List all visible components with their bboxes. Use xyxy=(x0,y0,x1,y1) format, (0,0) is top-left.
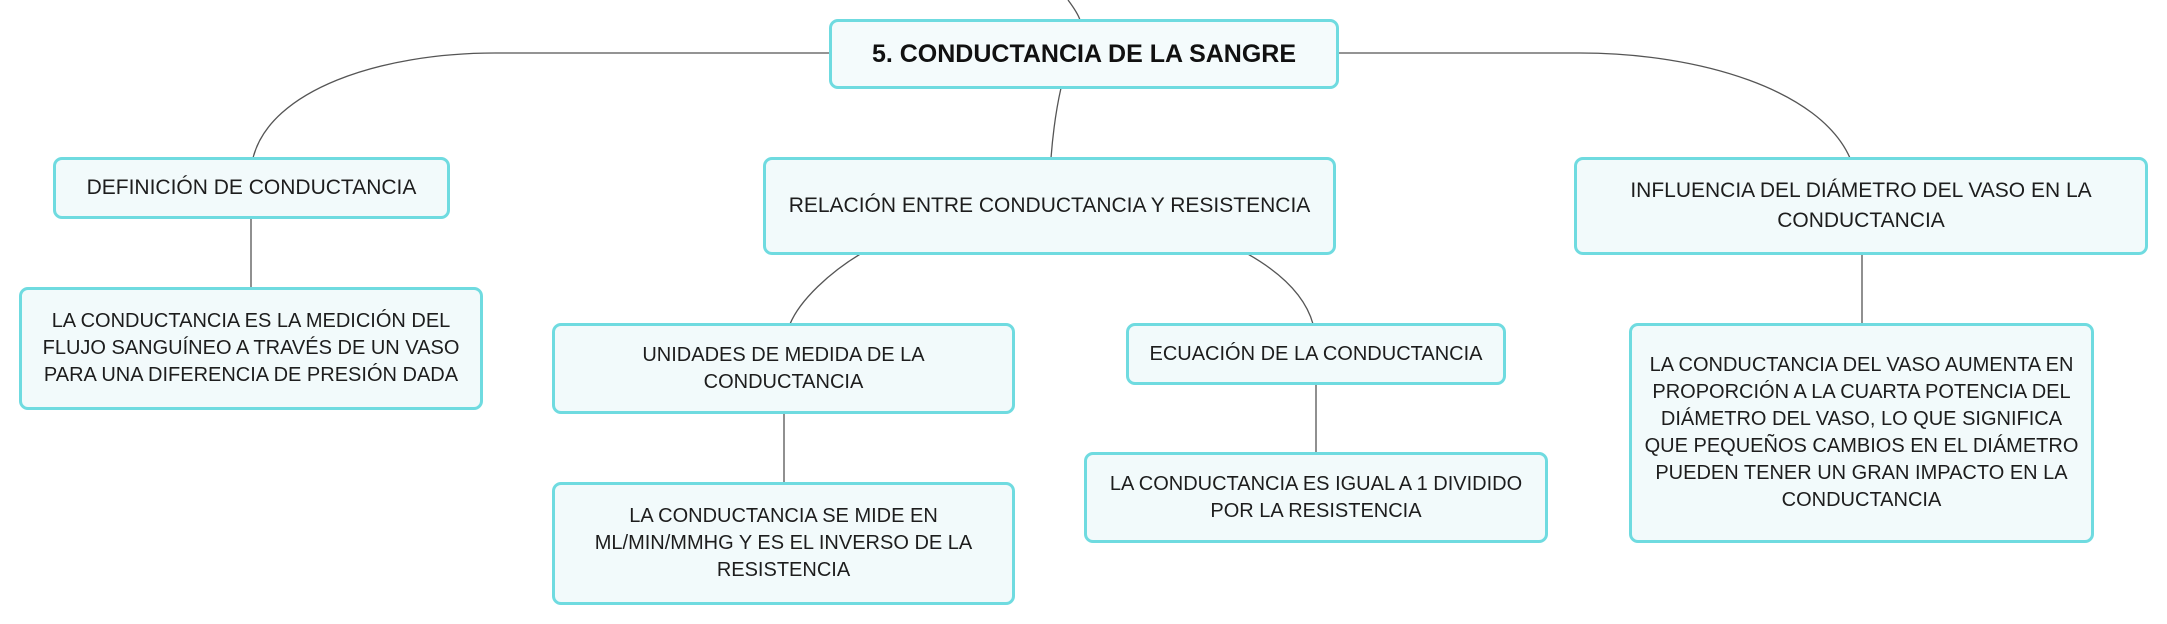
node-unidades-detail[interactable]: LA CONDUCTANCIA SE MIDE EN ML/MIN/MMHG Y… xyxy=(552,482,1015,605)
node-definicion-label: DEFINICIÓN DE CONDUCTANCIA xyxy=(86,176,417,199)
node-unidades[interactable]: UNIDADES DE MEDIDA DE LA CONDUCTANCIA xyxy=(552,323,1015,414)
node-influencia-detail-label: LA CONDUCTANCIA DEL VASO AUMENTA EN PROP… xyxy=(1644,354,2079,511)
node-definicion-detail-label: LA CONDUCTANCIA ES LA MEDICIÓN DEL FLUJO… xyxy=(42,310,460,386)
connector-root-to-relacion xyxy=(1050,87,1062,159)
root-node[interactable]: 5. CONDUCTANCIA DE LA SANGRE xyxy=(829,19,1339,89)
connector-parent-to-root xyxy=(1067,0,1081,21)
node-ecuacion-detail[interactable]: LA CONDUCTANCIA ES IGUAL A 1 DIVIDIDO PO… xyxy=(1084,452,1548,543)
node-ecuacion-label: ECUACIÓN DE LA CONDUCTANCIA xyxy=(1149,342,1483,365)
node-ecuacion-detail-label: LA CONDUCTANCIA ES IGUAL A 1 DIVIDIDO PO… xyxy=(1109,472,1523,522)
node-relacion[interactable]: RELACIÓN ENTRE CONDUCTANCIA Y RESISTENCI… xyxy=(763,157,1336,255)
connector-relacion-to-ecuacion xyxy=(1245,252,1314,325)
root-node-label: 5. CONDUCTANCIA DE LA SANGRE xyxy=(871,39,1297,68)
connector-root-to-definicion xyxy=(252,52,829,159)
connector-relacion-to-unidades xyxy=(789,252,863,325)
node-ecuacion[interactable]: ECUACIÓN DE LA CONDUCTANCIA xyxy=(1126,323,1506,385)
node-influencia[interactable]: INFLUENCIA DEL DIÁMETRO DEL VASO EN LA C… xyxy=(1574,157,2148,255)
node-unidades-detail-label: LA CONDUCTANCIA SE MIDE EN ML/MIN/MMHG Y… xyxy=(594,505,973,581)
node-definicion-detail[interactable]: LA CONDUCTANCIA ES LA MEDICIÓN DEL FLUJO… xyxy=(19,287,483,410)
connector-root-to-influencia xyxy=(1337,52,1851,159)
node-definicion[interactable]: DEFINICIÓN DE CONDUCTANCIA xyxy=(53,157,450,219)
node-unidades-label: UNIDADES DE MEDIDA DE LA CONDUCTANCIA xyxy=(642,343,925,393)
node-influencia-detail[interactable]: LA CONDUCTANCIA DEL VASO AUMENTA EN PROP… xyxy=(1629,323,2094,543)
node-influencia-label: INFLUENCIA DEL DIÁMETRO DEL VASO EN LA C… xyxy=(1630,179,2092,232)
node-relacion-label: RELACIÓN ENTRE CONDUCTANCIA Y RESISTENCI… xyxy=(788,194,1311,217)
